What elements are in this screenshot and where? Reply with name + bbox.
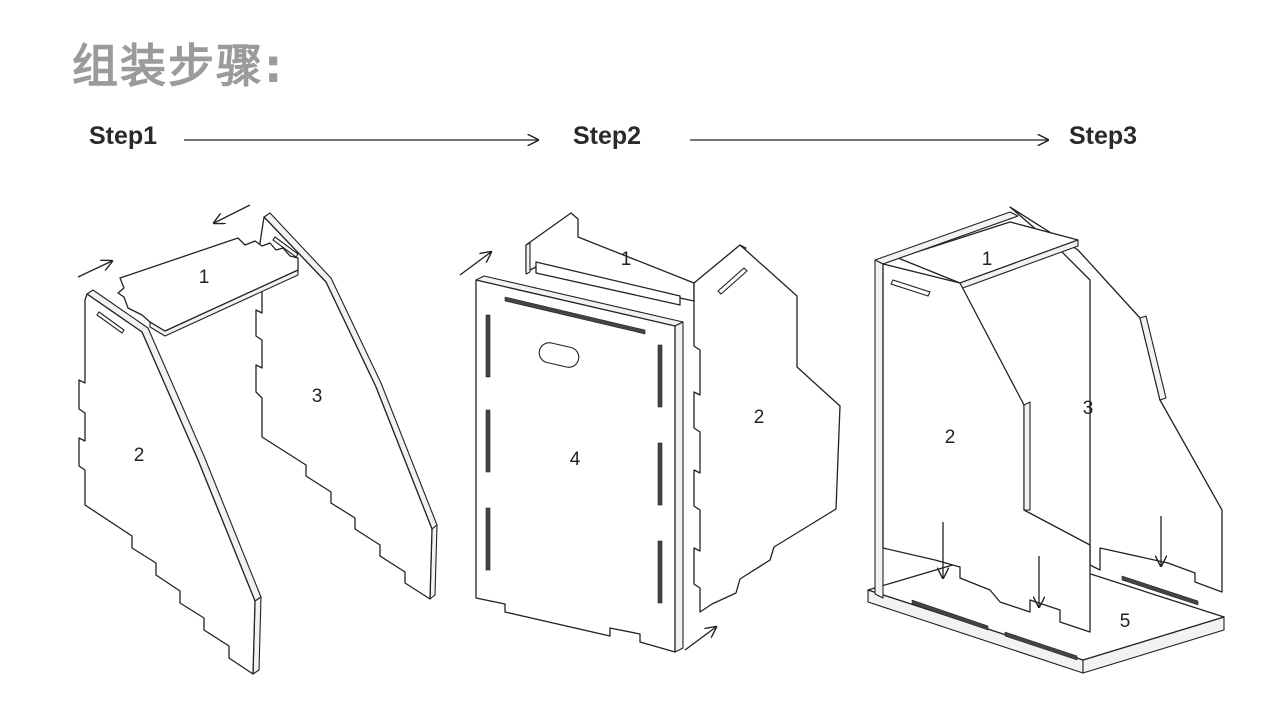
step3-number-3: 3: [1083, 398, 1094, 419]
step3-panel-3: [1009, 206, 1223, 593]
step2-arrow-top: [459, 252, 491, 276]
step3-number-5: 5: [1120, 611, 1131, 632]
step1-illustration: [77, 204, 438, 675]
step2-panel-2: [693, 244, 841, 613]
step2-arrow-bottom: [684, 627, 716, 651]
step1-panel-1: [117, 237, 299, 337]
step3-illustration: [867, 206, 1225, 674]
step2-illustration: [459, 212, 841, 653]
step1-panel-3: [255, 212, 438, 600]
page-title: 组装步骤:: [72, 39, 285, 93]
step1-panel-2: [78, 289, 262, 675]
step1-number-1: 1: [199, 267, 210, 288]
step1-label: Step1: [89, 122, 158, 150]
step1-number-3: 3: [312, 386, 323, 407]
step3-panel-2: [882, 263, 1091, 633]
step1-arrow-left: [214, 204, 251, 223]
step3-panel-5: [867, 547, 1225, 674]
step3-panel-1: [897, 221, 1079, 290]
step2-number-2: 2: [754, 407, 765, 428]
step3-label: Step3: [1069, 122, 1138, 150]
step3-number-1: 1: [982, 249, 993, 270]
step2-panel-1: [525, 212, 695, 306]
step2-number-1: 1: [621, 249, 632, 270]
step2-label: Step2: [573, 122, 642, 150]
step1-arrow-right: [77, 261, 112, 278]
step2-panel-4: [475, 275, 684, 653]
step3-panel-4: [874, 211, 1019, 599]
step2-number-4: 4: [570, 449, 581, 470]
step1-number-2: 2: [134, 445, 145, 466]
step3-number-2: 2: [945, 427, 956, 448]
